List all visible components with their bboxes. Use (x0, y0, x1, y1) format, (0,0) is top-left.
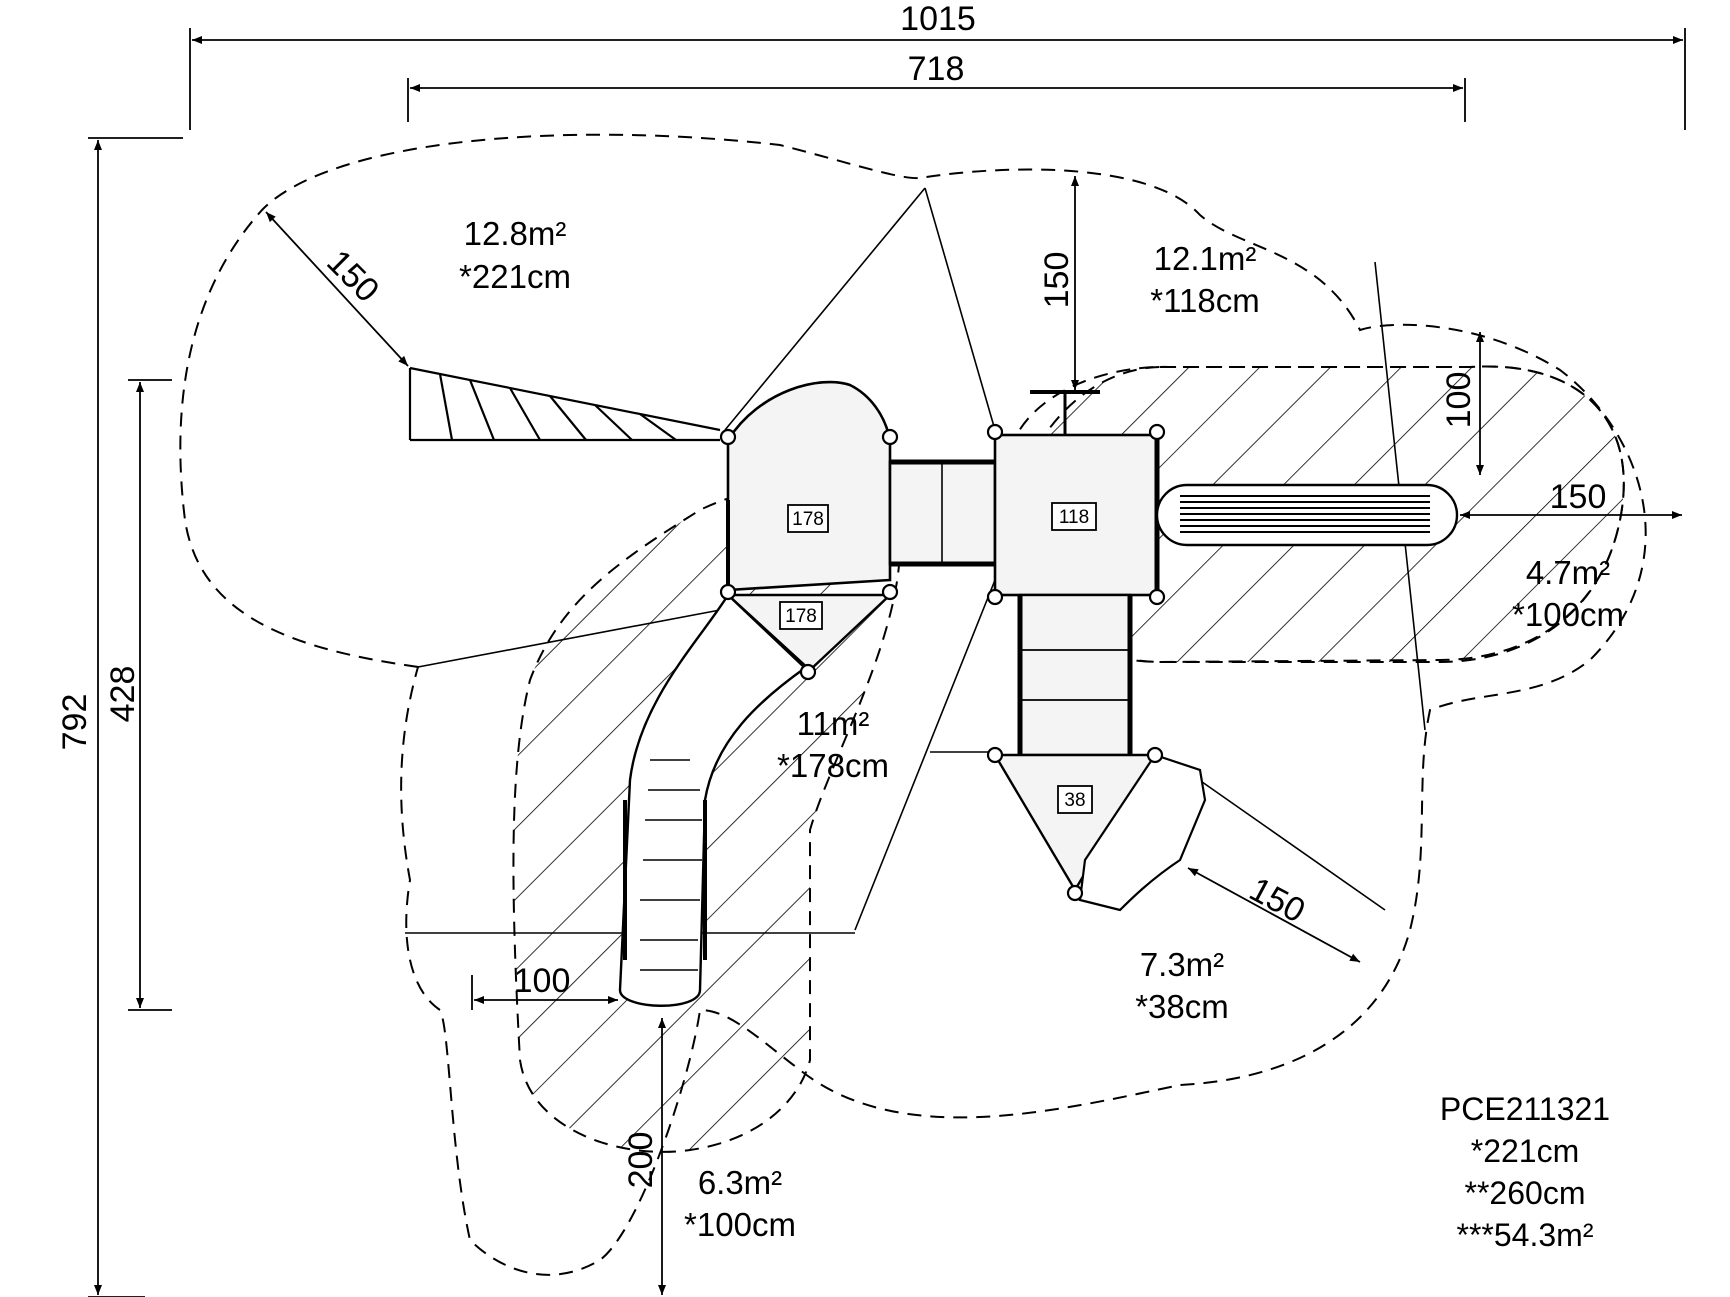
dim-overall-height: 792 (56, 694, 94, 751)
dim-clearance-top: 150 (1038, 252, 1076, 309)
zone-label-bottom: 6.3m² *100cm (684, 1164, 796, 1243)
platform-tag-bottom: 38 (1057, 785, 1093, 814)
platform-tag-lower-left: 178 (779, 601, 823, 630)
dim-inner-width: 718 (908, 50, 965, 88)
svg-text:11m²: 11m² (797, 705, 870, 742)
platform-tag-left-tower: 178 (787, 504, 829, 533)
zone-label-ladder: 12.8m² *221cm (459, 215, 571, 295)
svg-text:178: 178 (792, 509, 824, 530)
svg-text:12.8m²: 12.8m² (464, 215, 567, 252)
svg-text:*118cm: *118cm (1150, 282, 1259, 319)
product-code: PCE211321 (1440, 1091, 1610, 1127)
dim-overall-width: 1015 (900, 0, 976, 38)
short-slide-lower-right (1078, 753, 1207, 912)
svg-text:7.3m²: 7.3m² (1140, 946, 1224, 983)
safety-zones (179, 133, 1647, 1276)
dim-clearance-bottom-horizontal: 100 (514, 962, 571, 1000)
product-fall-height: *221cm (1471, 1133, 1580, 1169)
climbing-ladder (408, 366, 721, 442)
dim-clearance-right-horizontal: 150 (1550, 478, 1607, 516)
svg-text:178: 178 (785, 606, 817, 627)
zone-divider-lines (405, 187, 1426, 934)
svg-text:*178cm: *178cm (777, 747, 889, 784)
svg-text:4.7m²: 4.7m² (1526, 554, 1610, 591)
tower-platform-left (726, 380, 892, 592)
safety-zone-outer-boundary (179, 133, 1647, 1276)
dimension-lines (88, 28, 1686, 1297)
svg-text:*100cm: *100cm (684, 1206, 796, 1243)
product-safety-area: ***54.3m² (1457, 1217, 1594, 1253)
dim-inner-height: 428 (104, 666, 142, 723)
zone-label-top-right: 12.1m² *118cm (1150, 240, 1259, 319)
dim-clearance-lower-right: 150 (1243, 870, 1311, 930)
dim-clearance-left-diag: 150 (319, 243, 386, 310)
play-structure (408, 366, 1459, 1007)
dim-clearance-right-vertical: 100 (1440, 372, 1478, 429)
platform-height-tags: 178 178 118 38 (779, 502, 1097, 814)
svg-text:6.3m²: 6.3m² (698, 1164, 782, 1201)
dim-clearance-bottom-vertical: 200 (622, 1132, 660, 1189)
product-info: PCE211321 *221cm **260cm ***54.3m² (1440, 1091, 1610, 1253)
zone-labels: 12.8m² *221cm 12.1m² *118cm 4.7m² *100cm… (459, 215, 1624, 1243)
straight-slide (1155, 483, 1459, 547)
svg-text:*221cm: *221cm (459, 258, 571, 295)
curved-tube-slide (618, 593, 807, 1007)
platform-tag-right-tower: 118 (1051, 502, 1097, 531)
svg-text:38: 38 (1064, 790, 1085, 811)
svg-text:12.1m²: 12.1m² (1154, 240, 1257, 277)
zone-label-tube-slide: 11m² *178cm (777, 705, 889, 784)
product-max-height: **260cm (1465, 1175, 1586, 1211)
zone-label-straight-slide: 4.7m² *100cm (1512, 554, 1624, 633)
svg-text:118: 118 (1059, 507, 1089, 528)
stairs (1017, 593, 1133, 757)
svg-text:*38cm: *38cm (1135, 988, 1229, 1025)
svg-text:*100cm: *100cm (1512, 596, 1624, 633)
structure-posts (719, 423, 1166, 902)
zone-label-low-platform: 7.3m² *38cm (1135, 946, 1229, 1025)
